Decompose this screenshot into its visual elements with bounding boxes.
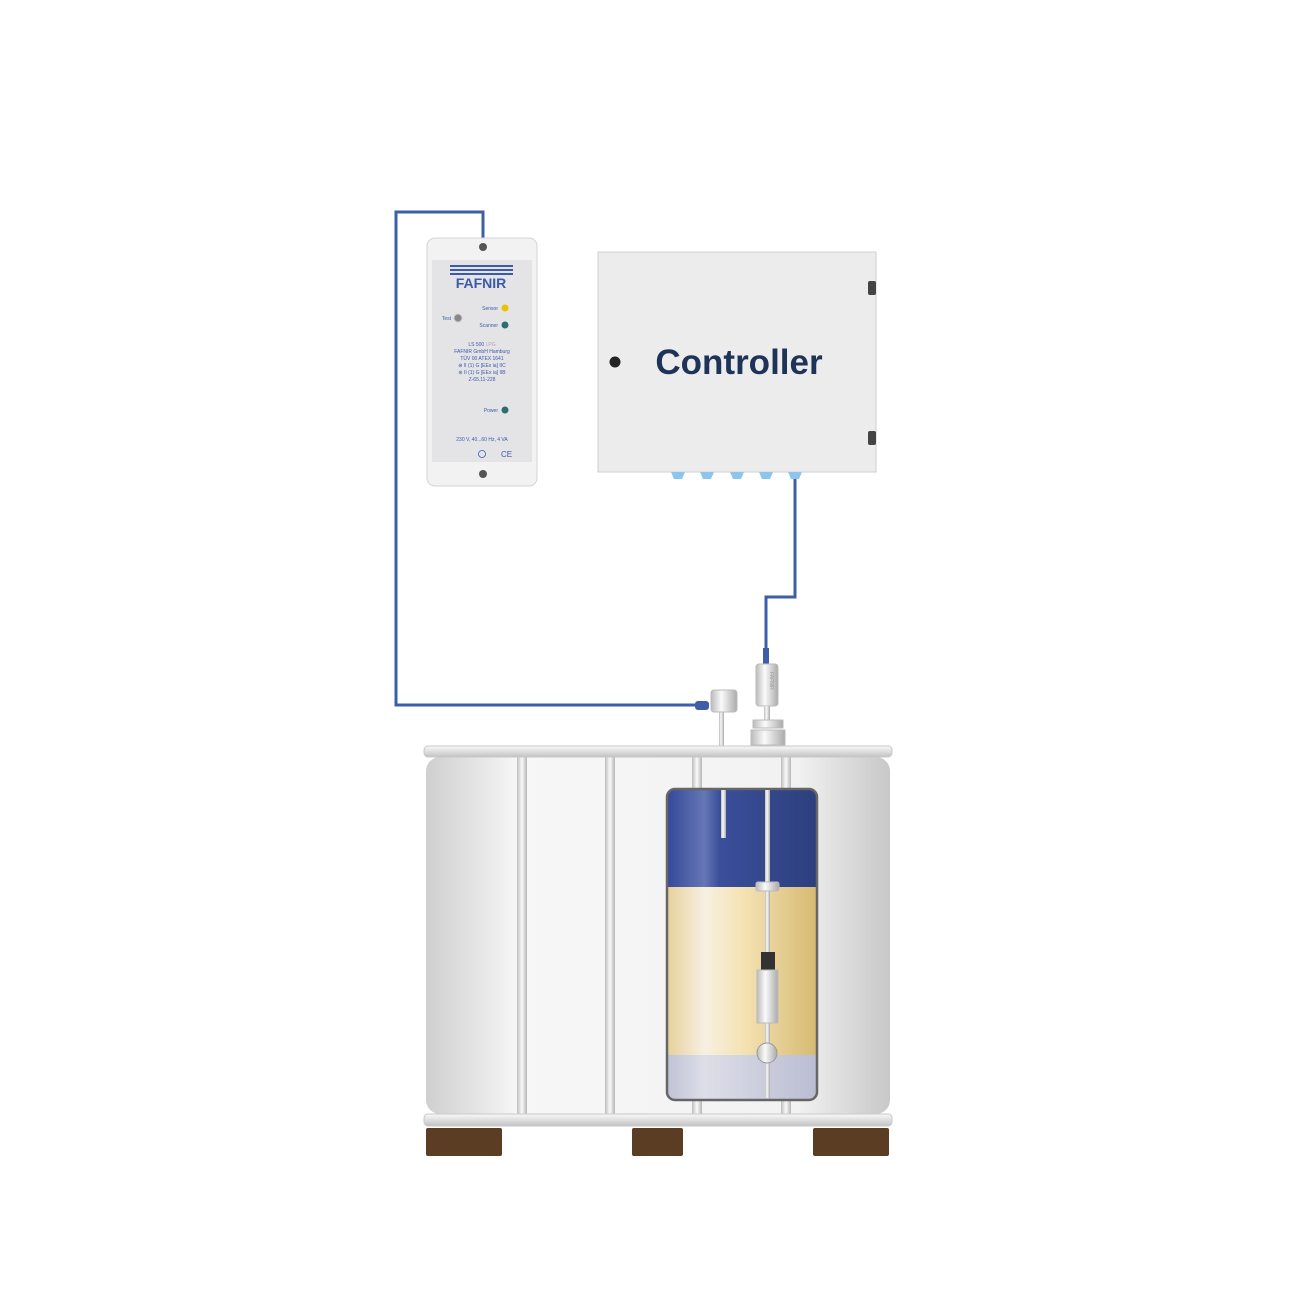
- test-button[interactable]: [453, 313, 463, 323]
- test-label: Test: [442, 316, 452, 322]
- ce-mark: CE: [501, 450, 512, 459]
- probe-label: FAFNIR: [768, 672, 774, 690]
- bottom-rail: [423, 1113, 893, 1127]
- fafnir-logo: FAFNIR: [450, 265, 513, 291]
- power-led-label: Power: [484, 408, 499, 414]
- water-layer: [667, 1055, 817, 1100]
- cable-glands: [671, 472, 802, 479]
- probe-rod: [765, 790, 770, 1098]
- mounting-screw-top: [479, 243, 487, 251]
- tank-cutaway: [665, 787, 819, 1102]
- controller-box: Controller: [597, 251, 877, 479]
- top-rail: [423, 745, 893, 758]
- sensor-pipe: [721, 790, 726, 838]
- sensor-led-label: Sensor: [482, 306, 498, 312]
- cage-bar: [605, 757, 615, 1114]
- power-led: [501, 406, 509, 414]
- hinge-icon: [868, 431, 876, 445]
- model-label: LS 500: [468, 342, 484, 348]
- scanner-led-label: Scanner: [479, 323, 498, 329]
- ibc-tank: [423, 745, 893, 1156]
- pallet-foot: [632, 1128, 683, 1156]
- svg-text:FAFNIR: FAFNIR: [456, 275, 507, 291]
- hinge-icon: [868, 281, 876, 295]
- lock-icon: [609, 356, 621, 368]
- sensor-led: [501, 304, 509, 312]
- spec-line: Z-65.11-228: [469, 377, 496, 383]
- sensor-cable: [394, 210, 700, 707]
- spec-line: FAFNIR GmbH Hamburg: [454, 349, 510, 355]
- spec-line: TÜV 00 ATEX 1641: [460, 355, 503, 362]
- water-float: [756, 1042, 778, 1064]
- cage-bar: [517, 757, 527, 1114]
- pallet-foot: [426, 1128, 502, 1156]
- controller-label: Controller: [655, 343, 823, 382]
- scanner-led: [501, 321, 509, 329]
- interface-sensor: [756, 969, 779, 1024]
- sensor-fitting: [695, 689, 738, 746]
- probe-cable: [764, 478, 797, 660]
- product-layer: [667, 887, 817, 1055]
- mounting-screw-bottom: [479, 470, 487, 478]
- water-float-top: [761, 952, 775, 970]
- ls500-sensor-unit: FAFNIR Sensor Scanner Test LS 500 LPG FA…: [426, 237, 538, 487]
- spec-line: ⊛ II (1) G [EEx ia] IIB: [458, 370, 506, 376]
- vapor-layer: [667, 789, 817, 887]
- pallet-foot: [813, 1128, 889, 1156]
- level-probe-head: FAFNIR: [750, 648, 786, 746]
- spec-line: ⊛ II (1) G [EEx ia] IIC: [458, 363, 506, 369]
- model-suffix: LPG: [486, 342, 496, 348]
- ex-mark-icon: [478, 450, 486, 458]
- product-float: [755, 881, 780, 892]
- svg-text:LS 500 LPG: LS 500 LPG: [468, 342, 495, 348]
- rating-label: 230 V, 40...60 Hz, 4 VA: [456, 437, 508, 443]
